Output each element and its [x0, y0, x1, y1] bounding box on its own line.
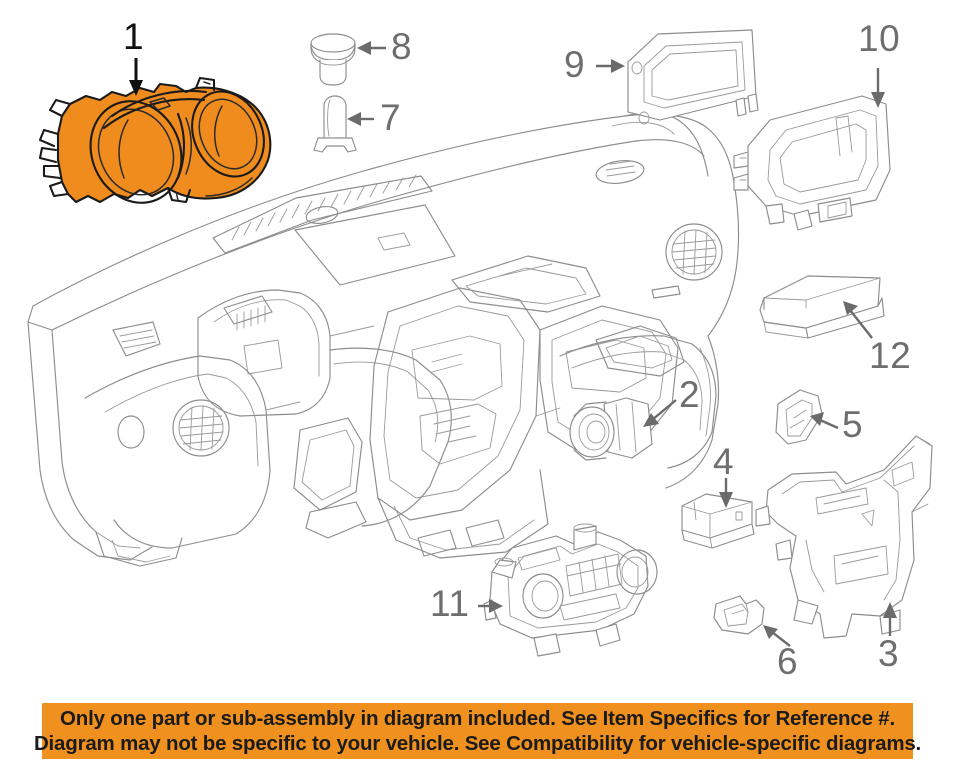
part-11-hvac-climate-control-panel[interactable] [483, 523, 658, 657]
callout-arrows [129, 41, 897, 647]
part-9-display-screen-module[interactable] [627, 29, 759, 125]
part-7-bulb-socket[interactable] [313, 95, 357, 153]
callout-label-9: 9 [564, 44, 586, 85]
callout-arrow-7 [347, 112, 374, 126]
callout-label-8: 8 [391, 26, 413, 67]
callout-arrow-10 [871, 68, 885, 108]
callout-label-3: 3 [878, 633, 900, 674]
disclaimer-line-1: Only one part or sub-assembly in diagram… [60, 707, 895, 730]
part-10-display-bezel-trim[interactable] [733, 95, 891, 231]
part-2-ignition-switch[interactable] [569, 397, 653, 461]
callout-arrow-8 [357, 41, 386, 55]
callout-arrow-5 [810, 412, 839, 430]
callout-arrow-3 [883, 602, 897, 636]
part-6-retainer-clip[interactable] [713, 595, 765, 635]
part-4-trim-filler-block[interactable] [681, 493, 755, 549]
callout-arrow-1 [129, 58, 143, 96]
callout-label-1: 1 [123, 16, 145, 57]
callout-label-4: 4 [713, 441, 735, 482]
callout-arrow-2 [643, 399, 677, 427]
part-12-air-bag-module[interactable] [759, 275, 885, 339]
part-8-push-button-knob[interactable] [310, 33, 356, 86]
callout-arrow-6 [763, 625, 791, 647]
dashboard-assembly [27, 112, 740, 567]
callout-arrow-9 [596, 59, 625, 73]
callout-arrow-4 [719, 478, 733, 508]
callout-label-5: 5 [842, 404, 864, 445]
callout-arrow-12 [843, 301, 873, 339]
callout-label-10: 10 [858, 18, 901, 59]
part-1-instrument-cluster[interactable] [38, 76, 277, 217]
callout-arrow-11 [478, 599, 503, 613]
disclaimer-banner: Only one part or sub-assembly in diagram… [34, 703, 921, 759]
callout-label-7: 7 [380, 97, 402, 138]
part-5-small-wedge-clip[interactable] [775, 389, 823, 445]
callout-label-12: 12 [869, 335, 912, 376]
callout-label-6: 6 [777, 641, 799, 682]
callout-label-11: 11 [430, 583, 470, 624]
callout-label-2: 2 [679, 374, 701, 415]
part-3-center-support-bracket[interactable] [755, 435, 933, 639]
disclaimer-line-2: Diagram may not be specific to your vehi… [33, 732, 922, 755]
